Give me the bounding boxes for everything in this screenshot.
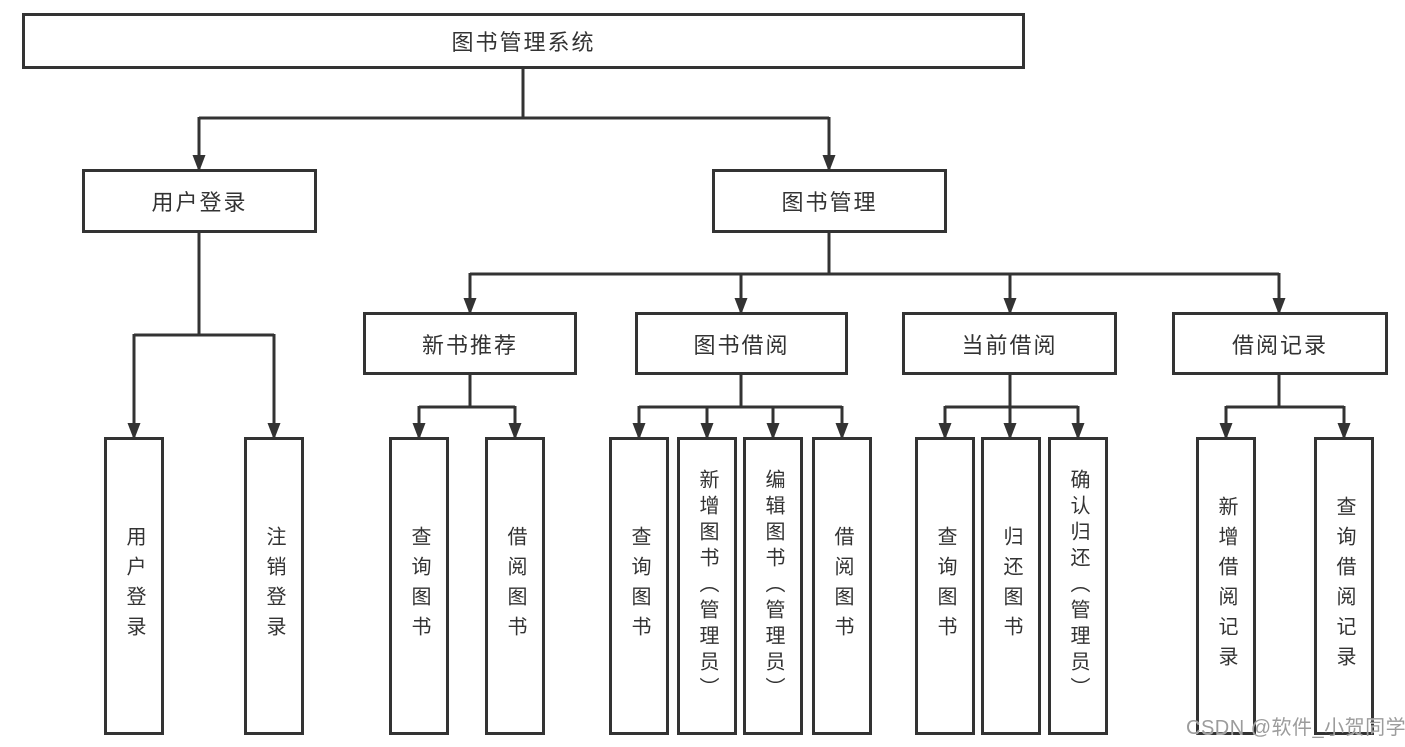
node-leaf-return-books: 归还图书 — [981, 437, 1041, 735]
node-book-borrowing-label: 图书借阅 — [693, 332, 790, 358]
node-leaf-add-borrow-record: 新增借阅记录 — [1196, 437, 1256, 735]
node-leaf-query-borrow-record-label: 查询借阅记录 — [1333, 496, 1355, 676]
node-root-label: 图书管理系统 — [451, 30, 596, 55]
node-user-login-label: 用户登录 — [151, 190, 248, 215]
node-leaf-confirm-return-admin-label: 确认归还（管理员） — [1067, 469, 1089, 703]
node-new-book-recommend-label: 新书推荐 — [421, 332, 518, 358]
node-leaf-edit-books-admin: 编辑图书（管理员） — [743, 437, 803, 735]
node-leaf-query-books-recommend-label: 查询图书 — [408, 526, 430, 646]
node-leaf-borrow-books-recommend-label: 借阅图书 — [504, 526, 526, 646]
node-user-login: 用户登录 — [82, 169, 317, 233]
node-book-borrowing: 图书借阅 — [635, 312, 848, 375]
node-leaf-borrow-books-recommend: 借阅图书 — [485, 437, 545, 735]
node-new-book-recommend: 新书推荐 — [363, 312, 577, 375]
node-leaf-query-borrow-record: 查询借阅记录 — [1314, 437, 1374, 735]
node-leaf-add-books-admin-label: 新增图书（管理员） — [696, 469, 718, 703]
node-leaf-add-borrow-record-label: 新增借阅记录 — [1215, 496, 1237, 676]
node-current-borrowing-label: 当前借阅 — [961, 332, 1058, 358]
node-leaf-query-books-borrowing-label: 查询图书 — [628, 526, 650, 646]
node-leaf-edit-books-admin-label: 编辑图书（管理员） — [762, 469, 784, 703]
node-leaf-borrow-books-borrowing: 借阅图书 — [812, 437, 872, 735]
node-book-management-label: 图书管理 — [781, 190, 878, 215]
node-book-management: 图书管理 — [712, 169, 947, 233]
node-leaf-borrow-books-borrowing-label: 借阅图书 — [831, 526, 853, 646]
node-leaf-query-books-borrowing: 查询图书 — [609, 437, 669, 735]
node-current-borrowing: 当前借阅 — [902, 312, 1117, 375]
node-leaf-query-books-recommend: 查询图书 — [389, 437, 449, 735]
node-leaf-user-login: 用户登录 — [104, 437, 164, 735]
node-root: 图书管理系统 — [22, 13, 1025, 69]
node-leaf-logout: 注销登录 — [244, 437, 304, 735]
node-leaf-query-books-current-label: 查询图书 — [934, 526, 956, 646]
node-borrowing-records-label: 借阅记录 — [1231, 332, 1328, 358]
node-leaf-confirm-return-admin: 确认归还（管理员） — [1048, 437, 1108, 735]
node-leaf-return-books-label: 归还图书 — [1000, 526, 1022, 646]
node-leaf-add-books-admin: 新增图书（管理员） — [677, 437, 737, 735]
node-leaf-logout-label: 注销登录 — [263, 526, 285, 646]
watermark-text: CSDN @软件_小贺同学 — [1186, 717, 1405, 739]
edges-group — [127, 69, 1351, 440]
node-leaf-query-books-current: 查询图书 — [915, 437, 975, 735]
node-leaf-user-login-label: 用户登录 — [123, 526, 145, 646]
node-borrowing-records: 借阅记录 — [1172, 312, 1388, 375]
